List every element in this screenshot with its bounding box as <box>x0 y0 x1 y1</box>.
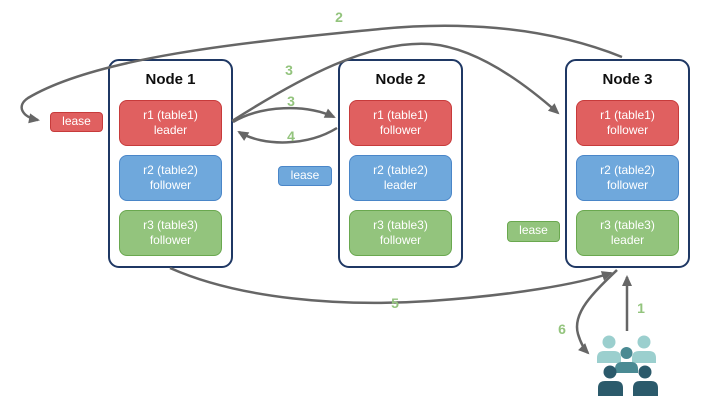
replica-range-label: r2 (table2) <box>143 163 198 177</box>
replica-range-label: r3 (table3) <box>600 218 655 232</box>
replica-role-label: leader <box>383 178 418 192</box>
replica-role-label: follower <box>379 233 422 247</box>
step-label-4: 4 <box>287 128 295 144</box>
replica-range-label: r2 (table2) <box>373 163 428 177</box>
replica-range-label: r1 (table1) <box>373 108 428 122</box>
node-1-replica-r3: r3 (table3) follower <box>119 210 222 256</box>
arrow-step3-leader-to-node2 <box>232 106 336 124</box>
lease-badge-red: lease <box>50 112 103 132</box>
step-label-3a: 3 <box>285 62 293 78</box>
replica-role-label: leader <box>610 233 645 247</box>
node-1-replica-r2: r2 (table2) follower <box>119 155 222 201</box>
replica-role-label: follower <box>149 178 192 192</box>
replica-range-label: r2 (table2) <box>600 163 655 177</box>
replica-role-label: leader <box>153 123 188 137</box>
node-3: Node 3 r1 (table1) follower r2 (table2) … <box>565 59 690 268</box>
node-2: Node 2 r1 (table1) follower r2 (table2) … <box>338 59 463 268</box>
users-back-row <box>597 335 656 363</box>
node-3-title: Node 3 <box>602 71 653 88</box>
node-1: Node 1 r1 (table1) leader r2 (table2) fo… <box>108 59 233 268</box>
replica-range-label: r3 (table3) <box>143 218 198 232</box>
step-label-6: 6 <box>558 321 566 337</box>
step-label-1: 1 <box>637 300 645 316</box>
replica-role-label: follower <box>606 178 649 192</box>
replica-range-label: r3 (table3) <box>373 218 428 232</box>
users-front-row <box>598 365 658 396</box>
node-2-replica-r1: r1 (table1) follower <box>349 100 452 146</box>
step-label-2: 2 <box>335 9 343 25</box>
replica-range-label: r1 (table1) <box>143 108 198 122</box>
step-label-3b: 3 <box>287 93 295 109</box>
replica-range-label: r1 (table1) <box>600 108 655 122</box>
node-2-replica-r2: r2 (table2) leader <box>349 155 452 201</box>
users-middle-person <box>615 347 638 373</box>
step-label-5: 5 <box>391 295 399 311</box>
node-1-title: Node 1 <box>145 71 196 88</box>
lease-badge-blue: lease <box>278 166 332 186</box>
replica-role-label: follower <box>149 233 192 247</box>
node-3-replica-r1: r1 (table1) follower <box>576 100 679 146</box>
users-group-icon <box>597 335 658 396</box>
replica-role-label: follower <box>606 123 649 137</box>
node-2-title: Node 2 <box>375 71 426 88</box>
node-1-replica-r1: r1 (table1) leader <box>119 100 222 146</box>
node-3-replica-r3: r3 (table3) leader <box>576 210 679 256</box>
node-2-replica-r3: r3 (table3) follower <box>349 210 452 256</box>
lease-badge-green: lease <box>507 221 560 242</box>
node-3-replica-r2: r2 (table2) follower <box>576 155 679 201</box>
replica-role-label: follower <box>379 123 422 137</box>
